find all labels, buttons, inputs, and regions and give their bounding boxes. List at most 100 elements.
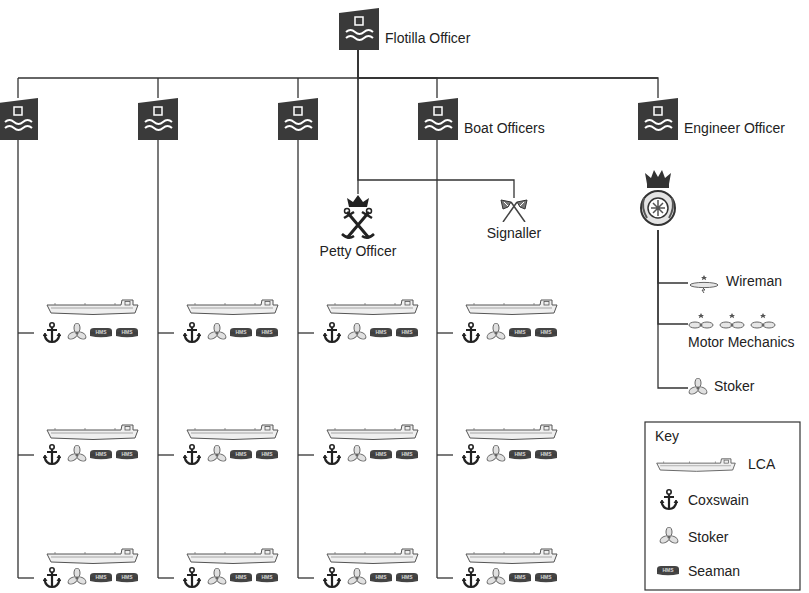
legend-label: LCA bbox=[748, 456, 775, 472]
seaman-cap bbox=[256, 450, 278, 459]
branch-line bbox=[437, 332, 453, 333]
seaman-cap bbox=[230, 328, 252, 337]
cap-text: HMS bbox=[90, 329, 112, 335]
branch-line bbox=[18, 454, 34, 455]
seaman-cap bbox=[535, 328, 557, 337]
rank-node: Motor Mechanics bbox=[688, 313, 795, 350]
cap-text: HMS bbox=[535, 329, 557, 335]
seaman-cap bbox=[116, 328, 138, 337]
node-icon bbox=[638, 98, 678, 140]
engineer-badge bbox=[638, 168, 678, 230]
seaman-cap bbox=[396, 450, 418, 459]
node-icon-shape bbox=[689, 313, 775, 328]
lca-boat bbox=[327, 300, 418, 315]
column-line bbox=[18, 140, 437, 578]
cap-text: HMS bbox=[90, 451, 112, 457]
officer-node: Engineer Officer bbox=[638, 98, 785, 230]
node-icon bbox=[688, 275, 720, 293]
stoker-symbol bbox=[347, 445, 367, 463]
cap-text: HMS bbox=[370, 574, 392, 580]
cap-text: HMS bbox=[116, 329, 138, 335]
branch-line bbox=[298, 454, 314, 455]
lca-sample bbox=[657, 459, 736, 472]
lca-boat bbox=[47, 549, 138, 564]
stoker-symbol bbox=[486, 568, 506, 586]
cap-text: HMS bbox=[256, 451, 278, 457]
rank-node: Petty Officer bbox=[320, 194, 397, 259]
officer-node: Boat Officers bbox=[418, 98, 545, 140]
rank-node: Signaller bbox=[487, 198, 541, 241]
coxswain-symbol bbox=[323, 568, 341, 587]
stoker-symbol bbox=[207, 323, 227, 341]
connector bbox=[358, 50, 437, 98]
stoker-sample bbox=[659, 527, 679, 545]
tree-line bbox=[18, 78, 298, 98]
coxswain-symbol bbox=[323, 323, 341, 342]
seaman-cap bbox=[116, 573, 138, 582]
engineer-badge-shape bbox=[641, 170, 675, 225]
coxswain-symbol bbox=[43, 445, 61, 464]
cap-text: HMS bbox=[396, 574, 418, 580]
cap-text: HMS bbox=[230, 329, 252, 335]
coxswain-symbol bbox=[43, 568, 61, 587]
coxswain-symbol bbox=[462, 323, 480, 342]
node-icon-shape bbox=[501, 200, 527, 222]
seaman-cap bbox=[370, 573, 392, 582]
boat-officer-icon bbox=[278, 98, 318, 140]
node-label: Petty Officer bbox=[320, 243, 397, 259]
node-icon bbox=[339, 8, 379, 50]
boat-officer-icon bbox=[138, 98, 178, 140]
node-row: Engineer Officer bbox=[638, 98, 785, 140]
stoker-symbol bbox=[486, 323, 506, 341]
node-icon bbox=[688, 313, 776, 331]
officer-node: Flotilla Officer bbox=[339, 8, 470, 50]
seaman-cap bbox=[509, 573, 531, 582]
branch-line bbox=[437, 577, 453, 578]
node-icon-shape bbox=[688, 378, 708, 396]
node-icon bbox=[338, 194, 378, 240]
cap-text: HMS bbox=[230, 451, 252, 457]
branch-line bbox=[158, 332, 174, 333]
cap-text: HMS bbox=[509, 451, 531, 457]
seaman-sample bbox=[657, 566, 679, 575]
node-label: Stoker bbox=[714, 378, 754, 398]
cap-text: HMS bbox=[657, 567, 679, 573]
cap-text: HMS bbox=[90, 574, 112, 580]
stoker-symbol bbox=[67, 323, 87, 341]
coxswain-sample bbox=[660, 490, 678, 509]
seaman-cap bbox=[230, 450, 252, 459]
stoker-symbol bbox=[486, 445, 506, 463]
coxswain-symbol bbox=[183, 568, 201, 587]
node-icon-shape bbox=[339, 8, 379, 50]
stoker-symbol bbox=[67, 445, 87, 463]
branch-line bbox=[298, 577, 314, 578]
branch-line bbox=[298, 332, 314, 333]
legend-label: Stoker bbox=[688, 529, 728, 545]
cap-text: HMS bbox=[256, 329, 278, 335]
lca-boat bbox=[187, 300, 278, 315]
connector bbox=[658, 230, 688, 388]
lca-boat bbox=[466, 549, 557, 564]
coxswain-symbol bbox=[43, 323, 61, 342]
seaman-cap bbox=[535, 450, 557, 459]
lca-boat bbox=[47, 300, 138, 315]
coxswain-symbol bbox=[183, 323, 201, 342]
seaman-cap bbox=[370, 450, 392, 459]
node-label: Wireman bbox=[726, 273, 782, 293]
coxswain-symbol bbox=[323, 445, 341, 464]
connector bbox=[658, 230, 688, 283]
cap-text: HMS bbox=[535, 451, 557, 457]
boat-officer-icon bbox=[0, 98, 38, 140]
branch-line bbox=[158, 454, 174, 455]
lca-boat bbox=[466, 300, 557, 315]
node-label: Motor Mechanics bbox=[688, 334, 795, 350]
lca-boat bbox=[187, 549, 278, 564]
rank-node: Wireman bbox=[688, 273, 782, 293]
cap-text: HMS bbox=[370, 329, 392, 335]
lca-boat bbox=[47, 425, 138, 440]
seaman-cap bbox=[90, 573, 112, 582]
seaman-cap bbox=[90, 328, 112, 337]
cap-text: HMS bbox=[396, 329, 418, 335]
connector bbox=[658, 230, 688, 324]
